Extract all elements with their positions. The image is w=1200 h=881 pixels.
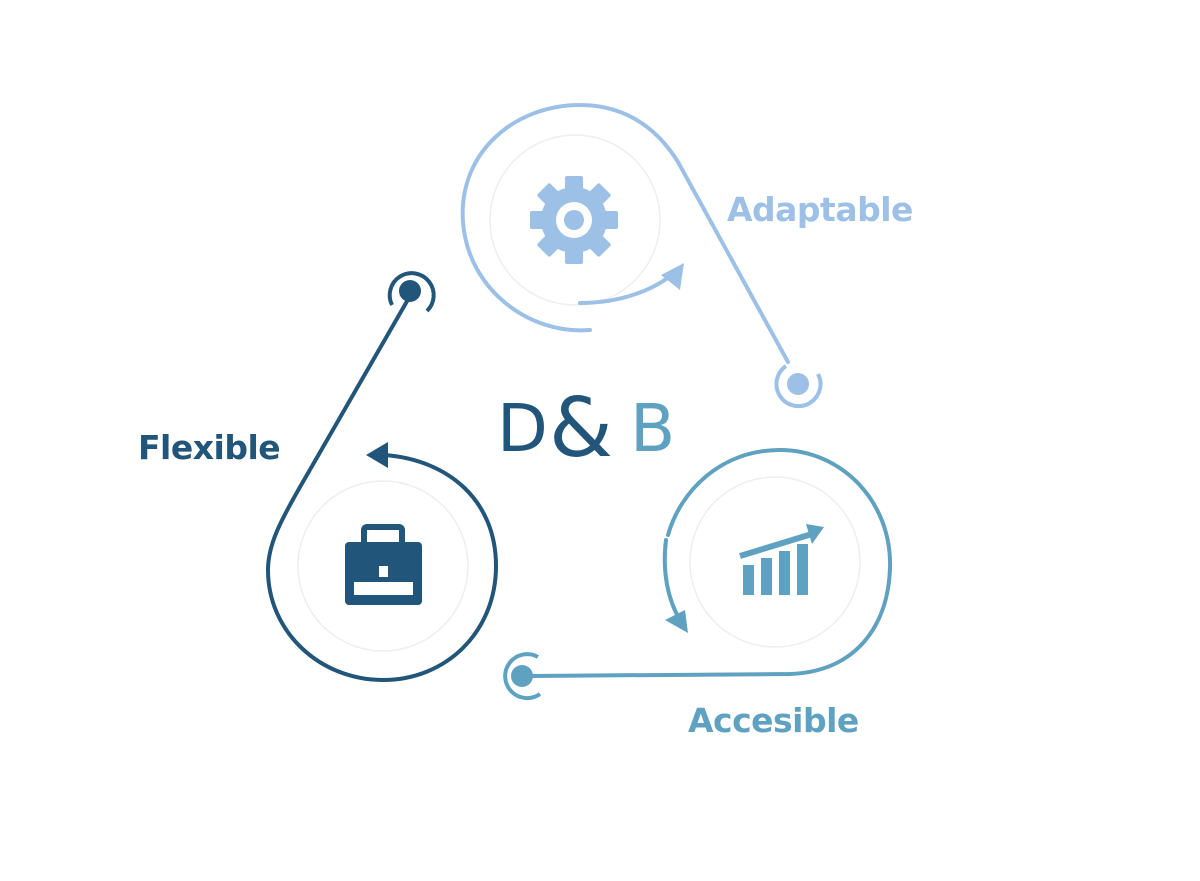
accesible-inner-circle <box>689 476 861 648</box>
adaptable-label: Adaptable <box>727 190 913 229</box>
node-accesible: Accesible <box>503 447 893 740</box>
gear-icon <box>530 176 618 264</box>
adaptable-inner-circle <box>489 134 661 306</box>
adaptable-terminal <box>774 364 823 409</box>
logo-letter-d: D <box>497 390 548 467</box>
adaptable-loop-path <box>460 102 790 364</box>
flexible-arrow-head <box>366 442 388 468</box>
accesible-loop-path <box>528 447 893 678</box>
node-adaptable: Adaptable <box>460 102 913 409</box>
flexible-inner-circle <box>297 480 469 652</box>
accesible-arrow-head <box>665 610 688 633</box>
flexible-label: Flexible <box>138 428 280 467</box>
flexible-terminal <box>387 271 436 313</box>
logo-ampersand: & <box>549 381 613 476</box>
briefcase-icon <box>345 524 422 605</box>
node-flexible: Flexible <box>138 271 499 683</box>
bar-chart-icon <box>739 524 824 595</box>
adaptable-arrow-head <box>661 263 684 290</box>
logo-letter-b: B <box>630 390 675 467</box>
accesible-terminal <box>503 652 542 701</box>
accesible-arrow-arc <box>662 538 682 622</box>
db-logo: D & B <box>497 381 675 476</box>
accesible-label: Accesible <box>688 701 859 740</box>
flexible-loop-path <box>265 294 499 683</box>
